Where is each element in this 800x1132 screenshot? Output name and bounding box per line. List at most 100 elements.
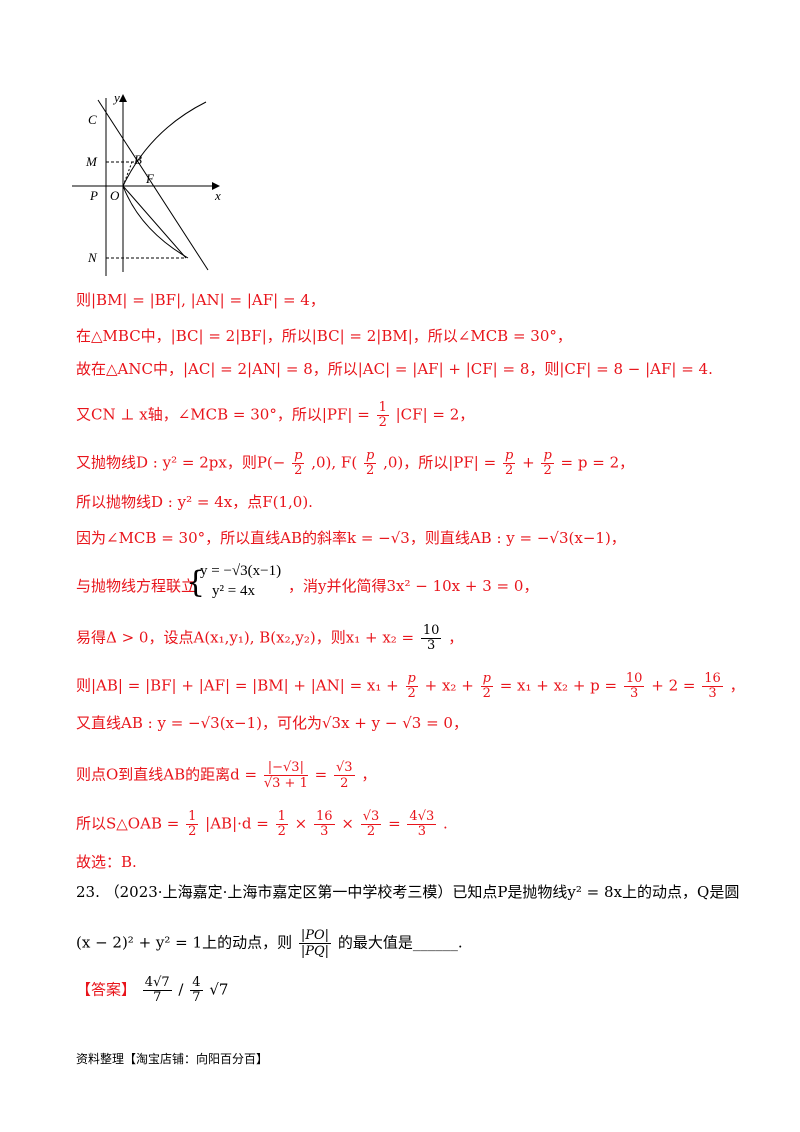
fraction-den: 3 (320, 824, 329, 839)
fraction-num: 16 (314, 809, 335, 825)
label-n: N (87, 250, 98, 265)
fraction-p2-e: p 2 (405, 671, 418, 701)
label-o: O (110, 188, 120, 203)
fraction-den: 2 (277, 824, 286, 839)
fraction-den: √3 + 1 (263, 776, 308, 791)
solution-line-4: 又CN ⊥ x轴，∠MCB = 30°，所以|PF| = 1 2 |CF| = … (76, 401, 474, 430)
answer-fraction-1: 4√7 7 (142, 975, 172, 1005)
parabola-curve (122, 101, 207, 259)
fraction-num: 10 (420, 623, 442, 639)
fraction-sixteen3: 16 3 (702, 672, 723, 701)
fraction-p2-c: p 2 (502, 448, 516, 478)
fraction-p2-a: p 2 (292, 448, 305, 478)
line4-text-b: |CF| = 2， (395, 405, 475, 424)
fraction-den: |PQ| (300, 944, 330, 959)
problem-line2-b: 的最大值是______. (337, 933, 463, 952)
fraction-num: √3 (360, 809, 382, 825)
line12-text-b: = (314, 765, 328, 784)
solution-line-6: 所以抛物线D : y² = 4x，点F(1,0). (76, 493, 313, 511)
y-axis-arrow (119, 94, 127, 102)
fraction-num: p (541, 448, 554, 464)
line13-text-d: × (341, 814, 354, 833)
answer-sep: / (178, 980, 184, 999)
fraction-num: 1 (186, 809, 199, 825)
fraction-den: 3 (630, 686, 639, 701)
line-ab (97, 99, 209, 271)
label-b: B (134, 152, 142, 167)
solution-line-11: 又直线AB : y = −√3(x−1)，可化为√3x + y − √3 = 0… (76, 714, 468, 732)
fraction-half-3: 1 2 (275, 809, 288, 839)
solution-line-7: 因为∠MCB = 30°，所以直线AB的斜率k = −√3，则直线AB : y … (76, 529, 626, 547)
line9-text-a: 易得Δ > 0，设点A(x₁,y₁), B(x₂,y₂)，则x₁ + x₂ = (76, 628, 415, 647)
system-eq-1: y = −√3(x−1) (200, 563, 282, 579)
answer-tag: 【答案】 (76, 980, 137, 999)
fraction-den: 2 (366, 824, 376, 839)
line-oa (122, 185, 187, 259)
fraction-num: |PO| (298, 928, 332, 944)
label-x: x (214, 188, 221, 203)
fraction-den: 3 (708, 686, 717, 701)
problem-line2-a: (x − 2)² + y² = 1上的动点，则 (76, 933, 293, 952)
problem-23-line-2: (x − 2)² + y² = 1上的动点，则 |PO| |PQ| 的最大值是_… (76, 928, 463, 959)
fraction-den: 7 (192, 990, 201, 1005)
solution-line-1: 则|BM| = |BF|, |AN| = |AF| = 4， (76, 291, 325, 309)
fraction-num: 16 (702, 671, 723, 687)
system-brace: { (186, 565, 206, 600)
fraction-den: 3 (417, 824, 426, 839)
label-y: y (112, 90, 120, 105)
fraction-po-pq: |PO| |PQ| (298, 928, 332, 959)
fraction-num: 4√3 (407, 809, 437, 825)
fraction-num: p (405, 671, 418, 687)
fraction-num: p (292, 448, 305, 464)
line10-text-b: + x₂ + (424, 676, 474, 695)
solution-line-10: 则|AB| = |BF| + |AF| = |BM| + |AN| = x₁ +… (76, 672, 745, 701)
solution-line-8-tail: ，消y并化简得3x² − 10x + 3 = 0， (288, 577, 539, 595)
solution-line-9: 易得Δ > 0，设点A(x₁,y₁), B(x₂,y₂)，则x₁ + x₂ = … (76, 624, 463, 653)
fraction-den: 2 (188, 824, 197, 839)
fraction-num: 1 (376, 400, 389, 416)
fraction-p2-d: p 2 (541, 448, 554, 478)
fraction-num: 1 (275, 809, 288, 825)
line10-text-c: = x₁ + x₂ + p = (499, 676, 618, 695)
fraction-ten3: 10 3 (420, 623, 442, 653)
fraction-den: 2 (482, 686, 491, 701)
solution-line-12: 则点O到直线AB的距离d = |−√3| √3 + 1 = √3 2 ， (76, 760, 376, 791)
line5-text-d: = p = 2， (560, 453, 635, 472)
solution-line-8: 与抛物线方程联立 (76, 577, 197, 595)
fraction-num: |−√3| (263, 760, 308, 776)
parabola-figure: y C M B F P O x N (72, 90, 221, 276)
fraction-sqrt32b: √3 2 (360, 809, 382, 839)
fraction-num: p (502, 448, 516, 464)
fraction-den: 7 (153, 990, 162, 1005)
fraction-den: 2 (378, 415, 387, 430)
fraction-den: 2 (407, 686, 416, 701)
line13-text-a: 所以S△OAB = (76, 814, 180, 833)
label-c: C (88, 112, 97, 127)
fraction-num: 4√7 (142, 975, 172, 991)
label-p: P (89, 188, 98, 203)
problem-23-line-1: 23. （2023·上海嘉定·上海市嘉定区第一中学校考三模）已知点P是抛物线y²… (76, 883, 740, 901)
solution-line-3: 故在△ANC中，|AC| = 2|AN| = 8，所以|AC| = |AF| +… (76, 360, 713, 378)
fraction-num: p (480, 671, 493, 687)
fraction-dist: |−√3| √3 + 1 (263, 760, 308, 791)
line13-text-f: . (443, 814, 448, 833)
label-m: M (85, 154, 98, 169)
fraction-den: 2 (294, 463, 303, 478)
answer-fraction-2: 4 7 (190, 976, 203, 1005)
line5-text-a: 又抛物线D : y² = 2px，则P(− (76, 453, 286, 472)
line4-text-a: 又CN ⊥ x轴，∠MCB = 30°，所以|PF| = (76, 405, 370, 424)
fraction-half-1: 1 2 (376, 400, 389, 430)
solution-line-5: 又抛物线D : y² = 2px，则P(− p 2 ,0), F( p 2 ,0… (76, 448, 635, 478)
line5-text-b: ,0), F( (311, 453, 358, 472)
fraction-num: √3 (334, 760, 355, 776)
fraction-sqrt32: √3 2 (334, 760, 355, 791)
fraction-p2-f: p 2 (480, 671, 493, 701)
line13-text-b: |AB|·d = (205, 814, 269, 833)
footer-text: 资料整理【淘宝店铺：向阳百分百】 (76, 1052, 269, 1066)
fraction-half-2: 1 2 (186, 809, 199, 839)
fraction-num: p (363, 448, 377, 464)
line10-text-e: ， (729, 676, 745, 695)
fraction-sixteen3b: 16 3 (314, 810, 335, 839)
line13-text-e: = (388, 814, 401, 833)
fraction-den: 2 (365, 463, 375, 478)
